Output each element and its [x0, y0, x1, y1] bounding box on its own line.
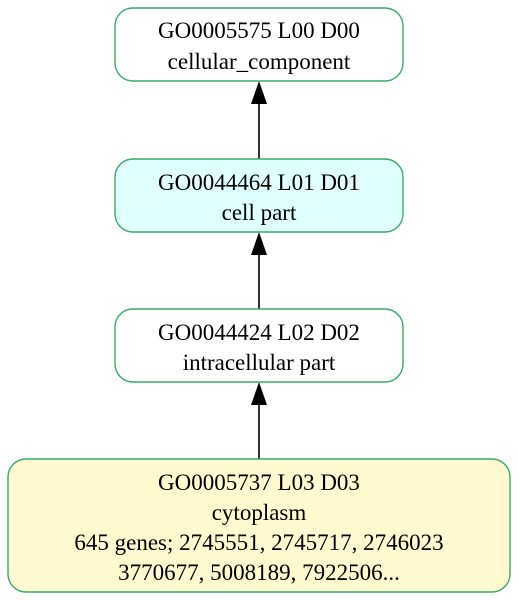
- edge-go0044424-to-go0044464: [251, 232, 267, 309]
- node-go0005575[interactable]: GO0005575 L00 D00 cellular_component: [114, 7, 404, 82]
- node-go0005737-line-2: cytoplasm: [212, 500, 307, 525]
- node-go0044424-line-1: GO0044424 L02 D02: [158, 320, 360, 345]
- node-go0005737[interactable]: GO0005737 L03 D03 cytoplasm 645 genes; 2…: [7, 458, 511, 593]
- node-go0005737-line-3: 645 genes; 2745551, 2745717, 2746023: [74, 530, 443, 555]
- node-go0044464-line-1: GO0044464 L01 D01: [158, 170, 360, 195]
- node-go0005575-box: [114, 7, 404, 82]
- edge-go0005737-to-go0044424: [251, 382, 267, 459]
- node-go0005737-box: [7, 458, 511, 593]
- node-go0005737-line-4: 3770677, 5008189, 7922506...: [118, 560, 400, 585]
- node-go0005575-line-1: GO0005575 L00 D00: [158, 18, 360, 43]
- node-go0044464[interactable]: GO0044464 L01 D01 cell part: [114, 158, 404, 233]
- node-go0044464-line-2: cell part: [222, 200, 297, 225]
- edge-go0044464-to-go0005575: [251, 81, 267, 159]
- edge-arrowhead: [251, 382, 267, 405]
- node-go0044424-box: [114, 308, 404, 383]
- node-go0005575-line-2: cellular_component: [168, 49, 351, 74]
- edge-arrowhead: [251, 232, 267, 255]
- nodes-layer: GO0005575 L00 D00 cellular_component GO0…: [7, 7, 511, 593]
- edge-arrowhead: [251, 81, 267, 104]
- edges-layer: [251, 81, 267, 459]
- node-go0005737-line-1: GO0005737 L03 D03: [158, 470, 360, 495]
- node-go0044424-line-2: intracellular part: [183, 350, 336, 375]
- node-go0044424[interactable]: GO0044424 L02 D02 intracellular part: [114, 308, 404, 383]
- node-go0044464-box: [114, 158, 404, 233]
